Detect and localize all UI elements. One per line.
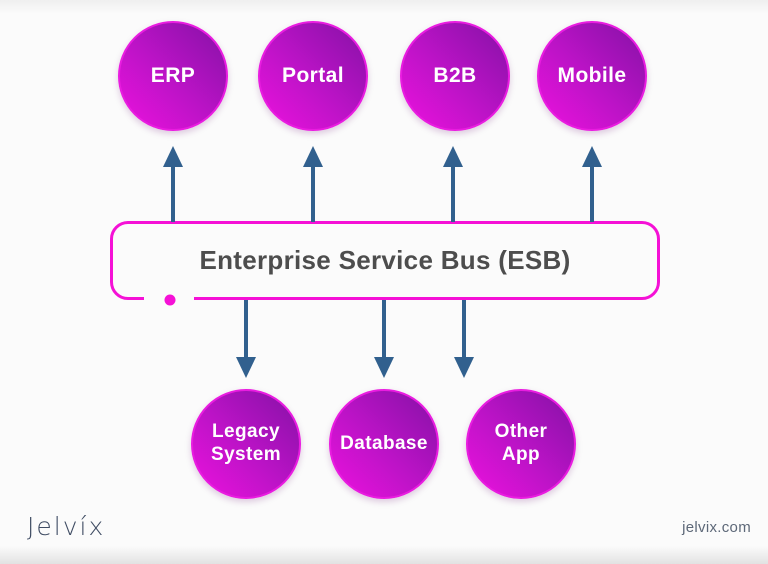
up-arrow-portal <box>303 146 323 222</box>
node-erp: ERP <box>118 21 228 131</box>
jelvix-logo: Jelvíx <box>27 512 106 541</box>
node-other-app-label: Other App <box>494 421 548 465</box>
esb-bus-box: Enterprise Service Bus (ESB) <box>110 221 660 300</box>
node-portal-label: Portal <box>282 64 344 88</box>
esb-bus-label: Enterprise Service Bus (ESB) <box>199 245 571 275</box>
bottom-gradient-band <box>0 546 768 564</box>
node-legacy-system-label: Legacy System <box>211 421 281 465</box>
website-url: jelvix.com <box>682 519 751 536</box>
node-database: Database <box>329 389 439 499</box>
node-other-app: Other App <box>466 389 576 499</box>
down-arrow-other-app <box>454 300 474 378</box>
node-b2b: B2B <box>400 21 510 131</box>
node-mobile: Mobile <box>537 21 647 131</box>
node-mobile-label: Mobile <box>557 64 627 88</box>
up-arrow-b2b <box>443 146 463 222</box>
up-arrow-mobile <box>582 146 602 222</box>
down-arrow-legacy-system <box>236 300 256 378</box>
node-database-label: Database <box>340 432 428 454</box>
node-legacy-system: Legacy System <box>191 389 301 499</box>
up-arrow-erp <box>163 146 183 222</box>
down-arrow-database <box>374 300 394 378</box>
node-b2b-label: B2B <box>433 64 477 88</box>
top-gradient-band <box>0 0 768 14</box>
node-erp-label: ERP <box>150 64 196 88</box>
node-portal: Portal <box>258 21 368 131</box>
